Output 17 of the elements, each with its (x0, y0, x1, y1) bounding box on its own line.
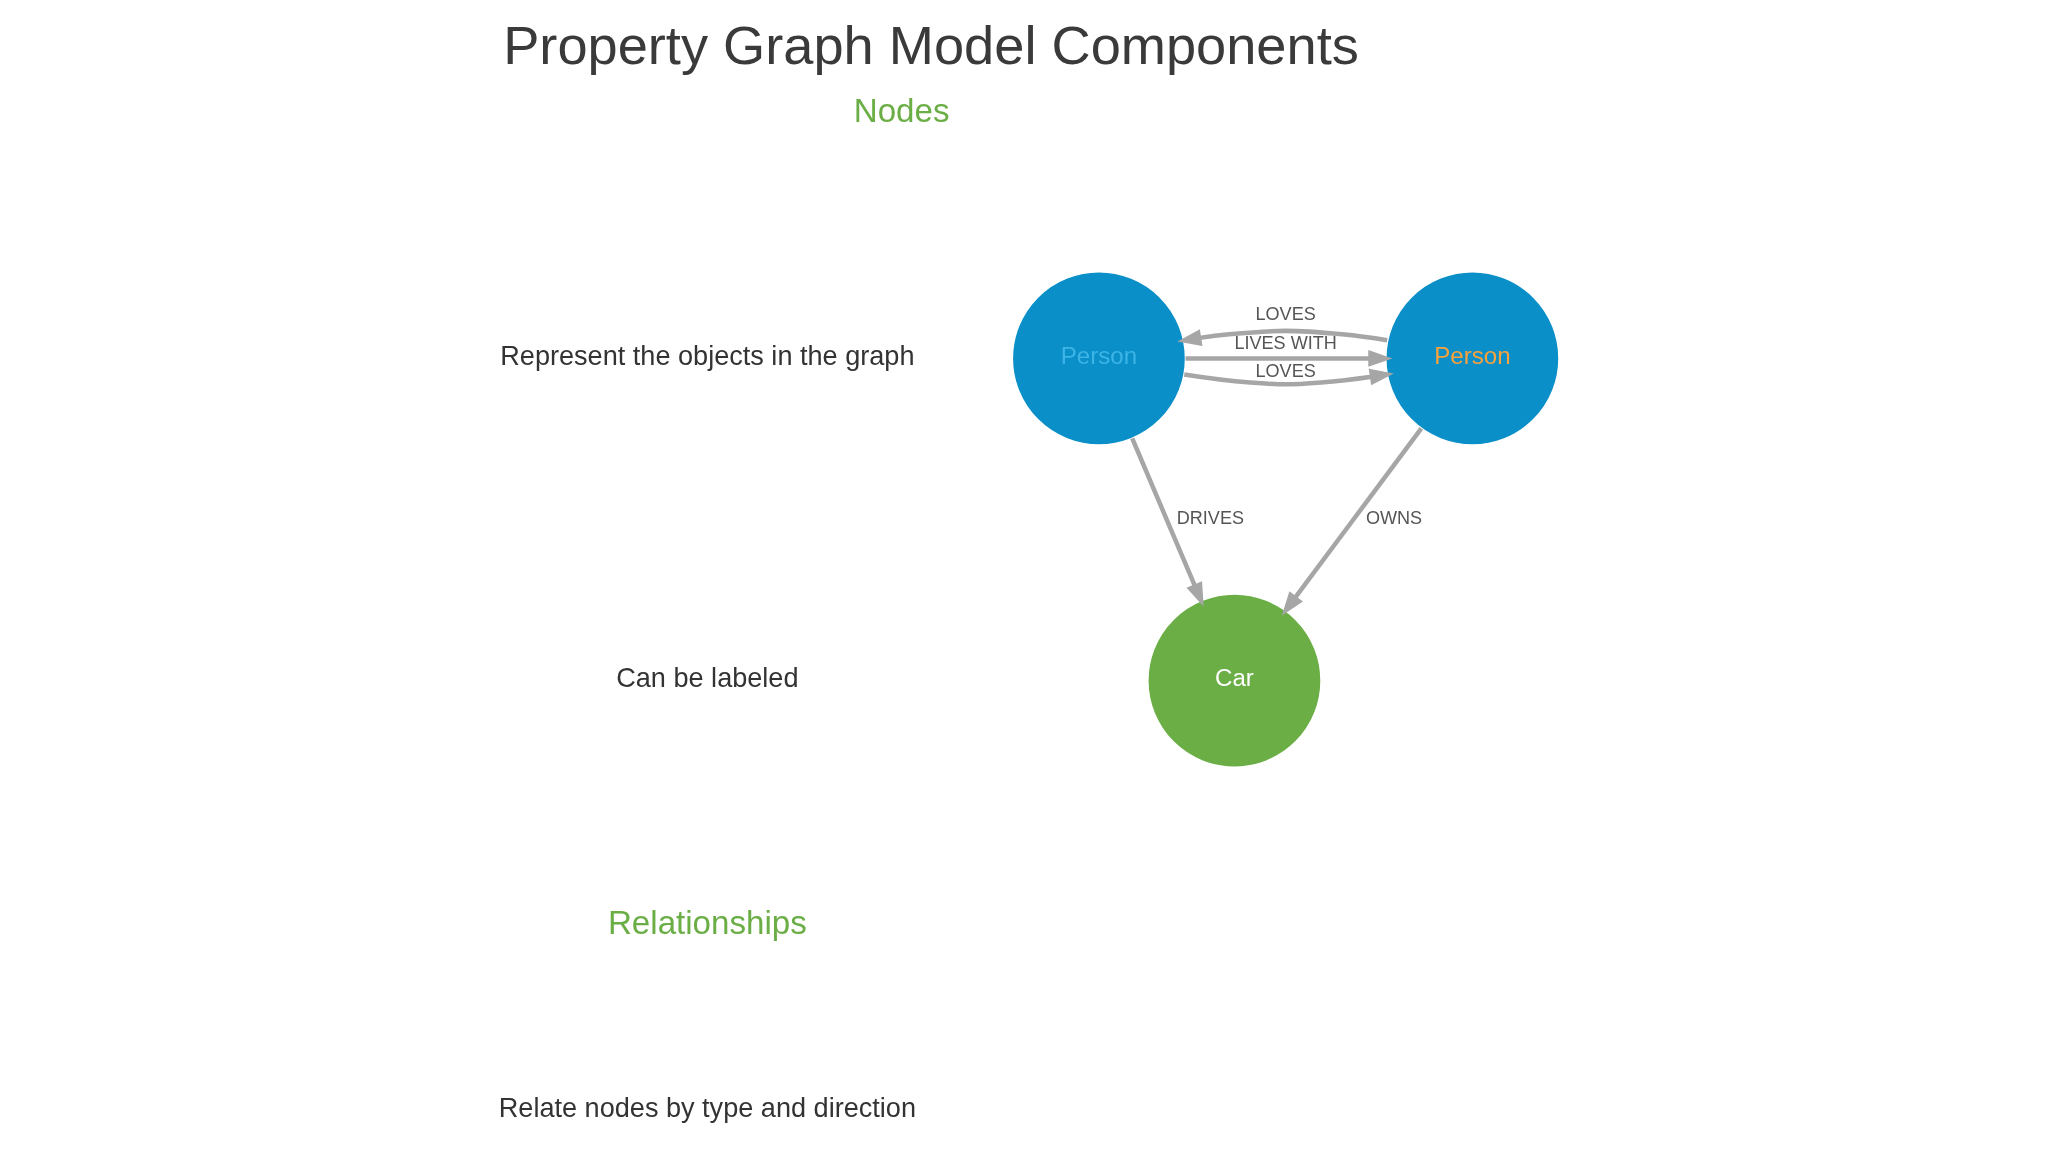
label: Relate nodes by type and direction (498, 1092, 916, 1124)
arrow (1183, 368, 1394, 387)
node-circle: Person (1385, 271, 1560, 446)
diagram-title: Property Graph Model Components (503, 14, 1359, 75)
arrow (1177, 328, 1388, 346)
edge-label: DRIVES (1176, 508, 1244, 529)
arrow (1130, 437, 1204, 607)
edge-label: LOVES (1255, 304, 1316, 325)
edge-label: OWNS (1365, 508, 1423, 529)
label: Represent the objects in the graph (500, 340, 915, 372)
label: Relationships (607, 903, 807, 941)
label: Nodes (853, 92, 950, 130)
edge-label: LOVES (1255, 361, 1316, 382)
label: Can be labeled (616, 662, 799, 694)
arrow (1281, 427, 1424, 616)
edge-label: LIVES WITH (1234, 332, 1337, 353)
arrow (1185, 349, 1393, 367)
